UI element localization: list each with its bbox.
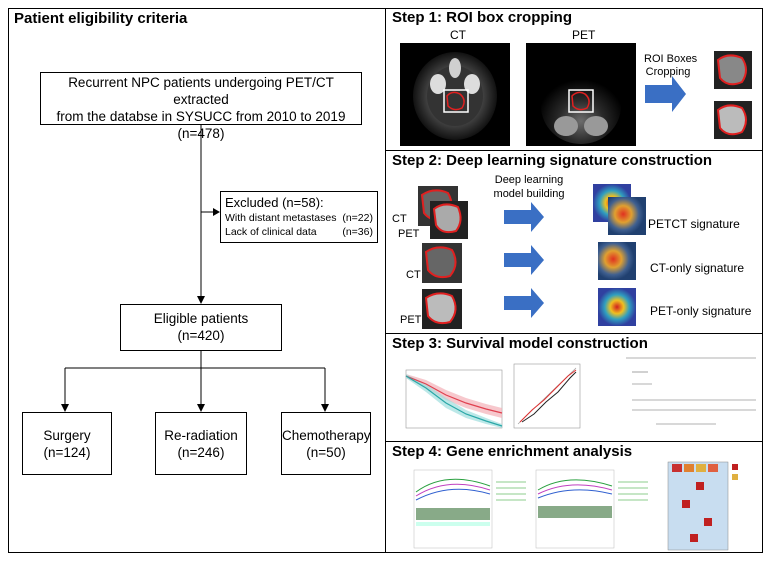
source-line-3: (n=478) xyxy=(177,126,225,141)
group-count: (n=246) xyxy=(177,445,225,460)
eligible-box: Eligible patients (n=420) xyxy=(120,304,282,351)
calibration-plot-thumbnail xyxy=(513,363,581,429)
eligible-count: (n=420) xyxy=(177,328,225,343)
group-count: (n=50) xyxy=(306,445,346,460)
row1-ct-label: CT xyxy=(392,213,407,225)
group-name: Re-radiation xyxy=(164,428,238,443)
arrow-icon xyxy=(504,288,544,318)
gsea-plot-thumbnail xyxy=(535,469,615,549)
step4-graphics xyxy=(413,461,738,551)
petct-signature-label: PETCT signature xyxy=(648,217,740,231)
pet-signature-label: PET-only signature xyxy=(650,304,752,318)
excluded-reason: Lack of clinical data xyxy=(225,226,317,238)
arrow-icon xyxy=(645,76,686,112)
excluded-reason: With distant metastases xyxy=(225,212,337,224)
arrow-icon xyxy=(504,202,544,232)
group-box-surgery: Surgery (n=124) xyxy=(22,412,112,475)
step3-title: Step 3: Survival model construction xyxy=(392,335,648,352)
excluded-box: Excluded (n=58): With distant metastases… xyxy=(220,191,378,243)
excluded-row: With distant metastases (n=22) xyxy=(225,211,373,225)
group-name: Surgery xyxy=(43,428,91,443)
source-cohort-box: Recurrent NPC patients undergoing PET/CT… xyxy=(40,72,362,141)
group-count: (n=124) xyxy=(43,445,91,460)
km-curve-thumbnail xyxy=(405,369,503,429)
arrow-icon xyxy=(504,245,544,275)
gsea-table-thumbnail xyxy=(618,481,648,501)
excluded-count: (n=36) xyxy=(342,226,373,238)
step4-title: Step 4: Gene enrichment analysis xyxy=(392,443,633,460)
step3-graphics xyxy=(405,357,756,429)
group-name: Chemotherapy xyxy=(282,428,371,443)
step3-panel: Step 3: Survival model construction xyxy=(386,334,763,442)
step2-graphics xyxy=(418,184,646,329)
group-box-chemotherapy: Chemotherapy (n=50) xyxy=(281,412,371,475)
source-line-2: from the databse in SYSUCC from 2010 to … xyxy=(56,109,346,124)
row3-pet-label: PET xyxy=(400,314,422,326)
row1-pet-label: PET xyxy=(398,228,420,240)
model-building-label: Deep learning model building xyxy=(493,174,565,200)
excluded-title: Excluded (n=58): xyxy=(225,195,324,210)
heatmap-thumbnail xyxy=(667,461,738,551)
step1-graphics xyxy=(400,43,752,146)
panel-title: Patient eligibility criteria xyxy=(14,10,188,27)
nomogram-thumbnail xyxy=(626,357,756,425)
source-line-1: Recurrent NPC patients undergoing PET/CT… xyxy=(68,75,334,107)
gsea-table-thumbnail xyxy=(496,481,526,501)
pet-label: PET xyxy=(572,28,596,42)
step2-panel: Step 2: Deep learning signature construc… xyxy=(386,151,763,334)
patient-eligibility-panel: Patient eligibility criteria Recurrent N… xyxy=(8,8,386,553)
excluded-count: (n=22) xyxy=(342,212,373,224)
step1-title: Step 1: ROI box cropping xyxy=(392,9,573,26)
eligible-label: Eligible patients xyxy=(153,311,249,326)
ct-signature-label: CT-only signature xyxy=(650,261,745,275)
roi-cropping-label: ROI Boxes Cropping xyxy=(644,53,698,78)
flow-connectors xyxy=(61,124,329,412)
step4-panel: Step 4: Gene enrichment analysis xyxy=(386,442,763,553)
excluded-row: Lack of clinical data (n=36) xyxy=(225,225,373,239)
group-box-reradiation: Re-radiation (n=246) xyxy=(155,412,247,475)
step1-panel: Step 1: ROI box cropping CT PET xyxy=(386,8,763,151)
ct-label: CT xyxy=(450,28,466,42)
gsea-plot-thumbnail xyxy=(413,469,493,549)
step2-title: Step 2: Deep learning signature construc… xyxy=(392,152,713,169)
row2-ct-label: CT xyxy=(406,269,421,281)
